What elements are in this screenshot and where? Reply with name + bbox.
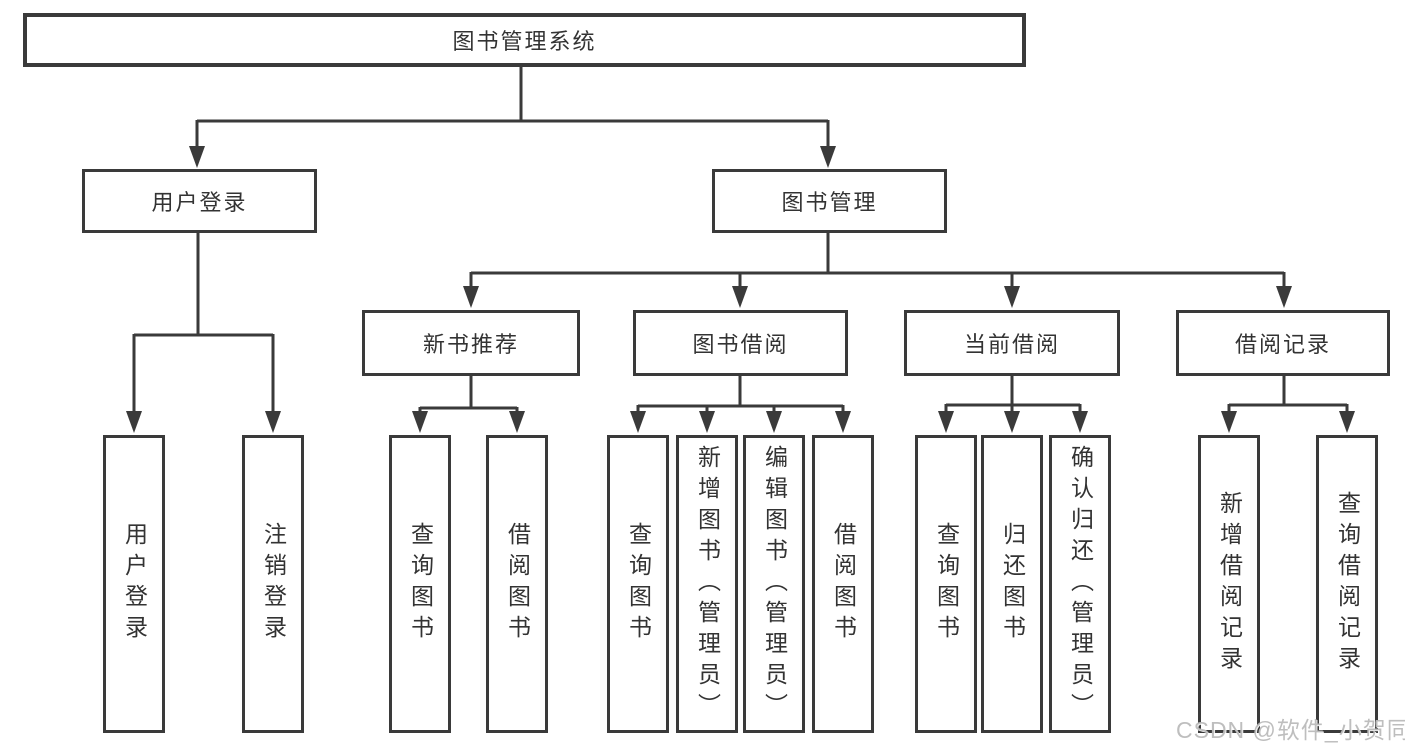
leaf-query-books-borrow: 查询图书 [607, 435, 669, 733]
leaf-label: 借阅图书 [504, 522, 531, 646]
watermark: CSDN @软件_小贺同学 [1176, 717, 1405, 743]
leaf-label: 确认归还（管理员） [1067, 444, 1094, 724]
leaf-edit-books-admin: 编辑图书（管理员） [743, 435, 805, 733]
leaf-return-books: 归还图书 [981, 435, 1043, 733]
leaf-label: 查询借阅记录 [1334, 491, 1361, 677]
leaf-logout-login: 注销登录 [242, 435, 304, 733]
leaf-user-login: 用户登录 [103, 435, 165, 733]
leaf-add-borrow-record: 新增借阅记录 [1198, 435, 1260, 733]
leaf-confirm-return-admin: 确认归还（管理员） [1049, 435, 1111, 733]
leaf-query-borrow-record: 查询借阅记录 [1316, 435, 1378, 733]
leaf-add-books-admin: 新增图书（管理员） [676, 435, 738, 733]
leaf-label: 新增图书（管理员） [694, 444, 721, 724]
leaf-label: 查询图书 [625, 522, 652, 646]
leaf-label: 借阅图书 [830, 522, 857, 646]
node-current-borrowing: 当前借阅 [904, 310, 1120, 376]
leaf-label: 查询图书 [407, 522, 434, 646]
node-borrowing-records: 借阅记录 [1176, 310, 1390, 376]
leaf-label: 用户登录 [121, 522, 148, 646]
node-book-management: 图书管理 [712, 169, 947, 233]
leaf-query-books-recommend: 查询图书 [389, 435, 451, 733]
leaf-borrow-books: 借阅图书 [812, 435, 874, 733]
leaf-label: 注销登录 [260, 522, 287, 646]
leaf-query-books-current: 查询图书 [915, 435, 977, 733]
node-book-borrowing: 图书借阅 [633, 310, 848, 376]
leaf-label: 归还图书 [999, 522, 1026, 646]
node-library-management-system: 图书管理系统 [23, 13, 1026, 67]
leaf-label: 查询图书 [933, 522, 960, 646]
node-user-login-group: 用户登录 [82, 169, 317, 233]
node-new-book-recommendation: 新书推荐 [362, 310, 580, 376]
leaf-borrow-books-recommend: 借阅图书 [486, 435, 548, 733]
leaf-label: 编辑图书（管理员） [761, 444, 788, 724]
leaf-label: 新增借阅记录 [1216, 491, 1243, 677]
